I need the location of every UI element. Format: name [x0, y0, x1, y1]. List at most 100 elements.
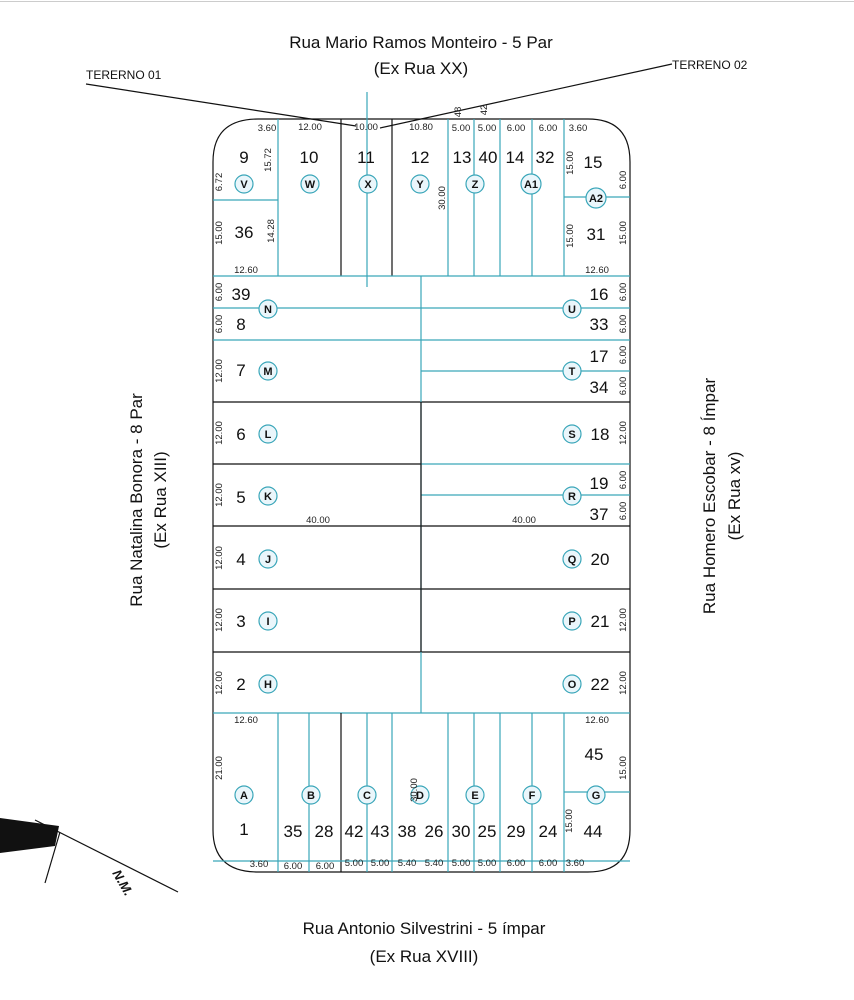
svg-text:J: J: [265, 554, 271, 566]
lot-28: 28: [315, 822, 334, 841]
svg-text:V: V: [240, 179, 248, 191]
svg-text:3.60: 3.60: [258, 123, 277, 134]
lot-25: 25: [478, 822, 497, 841]
svg-text:12.00: 12.00: [618, 421, 629, 445]
middle-lot-lines: [213, 275, 630, 714]
lot-letter-Q: Q: [562, 549, 582, 569]
block-outline: [212, 118, 631, 873]
lot-7: 7: [236, 361, 245, 380]
lot-13: 13: [453, 148, 472, 167]
lot-letter-T: T: [562, 361, 582, 381]
lot-letter-O: O: [562, 674, 582, 694]
svg-text:5.00: 5.00: [452, 123, 471, 134]
svg-text:12.00: 12.00: [214, 421, 225, 445]
svg-text:5.40: 5.40: [398, 858, 417, 869]
svg-text:6.00: 6.00: [618, 502, 629, 521]
lot-8: 8: [236, 315, 245, 334]
svg-text:10.80: 10.80: [409, 122, 433, 133]
svg-text:6.72: 6.72: [214, 173, 225, 192]
lot-45: 45: [585, 745, 604, 764]
lot-letter-G: G: [586, 785, 606, 805]
lot-40: 40: [479, 148, 498, 167]
north-arrow-tick: [44, 831, 61, 884]
svg-text:K: K: [264, 491, 272, 503]
svg-text:O: O: [568, 679, 577, 691]
lot-letter-H: H: [258, 674, 278, 694]
svg-text:6.00: 6.00: [618, 346, 629, 365]
svg-text:Y: Y: [416, 179, 424, 191]
svg-text:6.00: 6.00: [618, 171, 629, 190]
lot-letter-Z: Z: [465, 174, 485, 194]
lot-36: 36: [235, 223, 254, 242]
lot-29: 29: [507, 822, 526, 841]
svg-text:R: R: [568, 491, 576, 503]
lot-letter-E: E: [465, 785, 485, 805]
terreno-01-leader: [85, 83, 357, 127]
svg-text:E: E: [471, 790, 478, 802]
terreno-02-leader: [379, 63, 673, 129]
svg-text:B: B: [307, 790, 315, 802]
svg-text:Q: Q: [568, 554, 577, 566]
svg-text:12.00: 12.00: [214, 608, 225, 632]
svg-text:12.00: 12.00: [298, 122, 322, 133]
svg-text:15.00: 15.00: [565, 224, 576, 248]
north-arrow-line: [34, 819, 179, 893]
street-top-old: (Ex Rua XX): [374, 59, 468, 78]
svg-text:5.00: 5.00: [345, 858, 364, 869]
lot-18: 18: [591, 425, 610, 444]
svg-text:6.00: 6.00: [214, 283, 225, 302]
svg-text:12.00: 12.00: [214, 671, 225, 695]
svg-text:G: G: [592, 790, 601, 802]
svg-text:L: L: [265, 429, 272, 441]
lot-35: 35: [284, 822, 303, 841]
lot-letter-N: N: [258, 299, 278, 319]
lot-17: 17: [590, 347, 609, 366]
lot-letter-B: B: [301, 785, 321, 805]
svg-text:A: A: [240, 790, 248, 802]
svg-text:40.00: 40.00: [306, 515, 330, 526]
svg-text:21.00: 21.00: [214, 756, 225, 780]
lot-21: 21: [591, 612, 610, 631]
svg-text:6.00: 6.00: [618, 283, 629, 302]
svg-text:40.00: 40.00: [512, 515, 536, 526]
lot-letter-S: S: [562, 424, 582, 444]
lot-1: 1: [239, 820, 248, 839]
lot-19: 19: [590, 474, 609, 493]
lot-20: 20: [591, 550, 610, 569]
lot-letter-J: J: [258, 549, 278, 569]
lot-letter-U: U: [562, 299, 582, 319]
street-bottom-name: Rua Antonio Silvestrini - 5 ímpar: [303, 919, 546, 938]
svg-text:5.00: 5.00: [452, 858, 471, 869]
svg-text:T: T: [569, 366, 576, 378]
svg-text:A1: A1: [524, 179, 538, 191]
north-label: N.M.: [109, 867, 136, 898]
svg-text:P: P: [568, 616, 575, 628]
lot-14: 14: [506, 148, 525, 167]
lot-38: 38: [398, 822, 417, 841]
lot-letter-M: M: [258, 361, 278, 381]
svg-text:H: H: [264, 679, 272, 691]
svg-text:15.72: 15.72: [263, 148, 274, 172]
north-arrow-icon: [0, 818, 59, 853]
svg-text:48: 48: [453, 107, 464, 118]
lot-39: 39: [232, 285, 251, 304]
svg-text:3.60: 3.60: [566, 858, 585, 869]
svg-text:14.28: 14.28: [266, 219, 277, 243]
lot-letter-C: C: [357, 785, 377, 805]
lot-4: 4: [236, 550, 245, 569]
svg-text:42: 42: [479, 105, 490, 116]
lot-37: 37: [590, 505, 609, 524]
lot-42: 42: [345, 822, 364, 841]
svg-text:6.00: 6.00: [618, 377, 629, 396]
lot-32: 32: [536, 148, 555, 167]
svg-text:12.00: 12.00: [214, 483, 225, 507]
svg-text:6.00: 6.00: [539, 858, 558, 869]
lot-letter-L: L: [258, 424, 278, 444]
svg-text:6.00: 6.00: [618, 315, 629, 334]
lot-33: 33: [590, 315, 609, 334]
lot-letter-X: X: [358, 174, 378, 194]
svg-text:W: W: [305, 179, 316, 191]
lot-letter-Y: Y: [410, 174, 430, 194]
lot-12: 12: [411, 148, 430, 167]
lot-letter-K: K: [258, 486, 278, 506]
